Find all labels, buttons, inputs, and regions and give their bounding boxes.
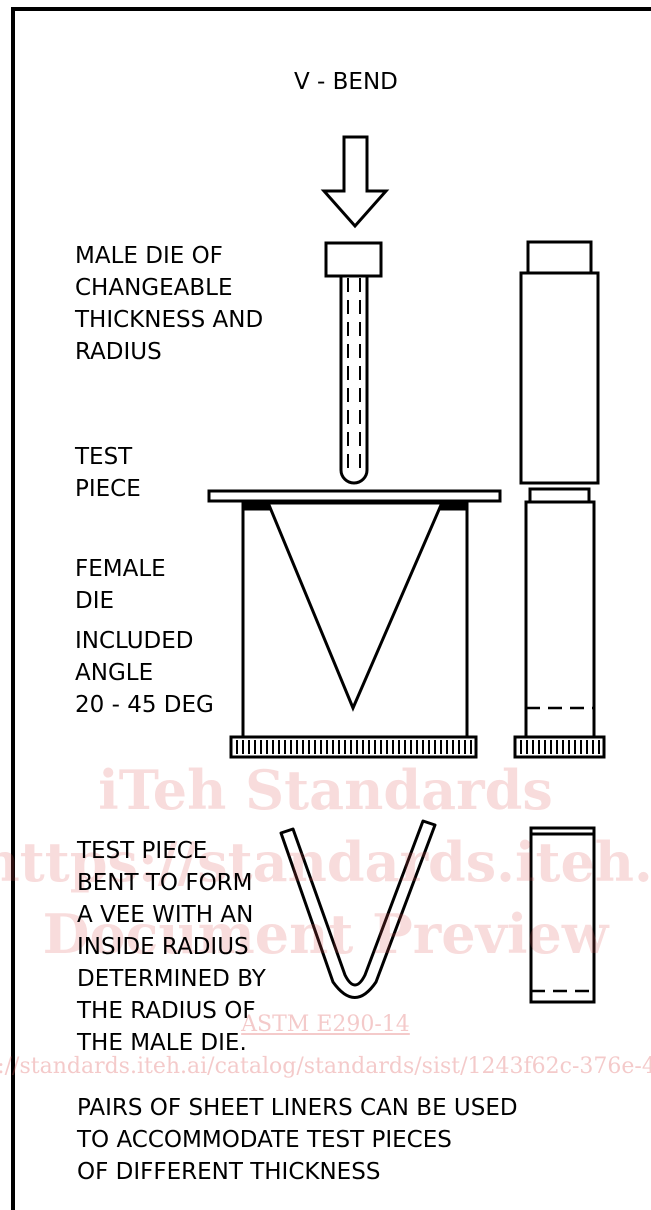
load-arrow [320,135,390,229]
test-piece-label: TEST PIECE [75,444,141,502]
female-die-base-side [513,735,606,759]
watermark-line-2: (https://standards.iteh.ai) [0,830,651,894]
male-die-hidden-lines [347,278,361,470]
included-angle-label: INCLUDED ANGLE 20 - 45 DEG [75,628,214,718]
diagram-title: V - BEND [294,69,398,95]
bent-test-piece [279,819,437,999]
liners-note: PAIRS OF SHEET LINERS CAN BE USED TO ACC… [77,1095,518,1185]
border [11,7,651,1210]
watermark-line-3: Document Preview [42,902,609,966]
male-die-label: MALE DIE OF CHANGEABLE THICKNESS AND RAD… [75,243,264,365]
watermark-line-1: iTeh Standards [98,758,553,822]
female-die-side [524,487,596,739]
female-die-label: FEMALE DIE [75,556,166,614]
male-die-side [519,240,600,485]
female-die-front [241,501,469,739]
test-piece-plate [207,489,502,503]
watermark-line-5: https://standards.iteh.ai/catalog/standa… [0,1054,651,1079]
bent-piece-label: TEST PIECE BENT TO FORM A VEE WITH AN IN… [77,838,266,1056]
watermark-line-4: ASTM E290-14 [241,1012,410,1037]
female-die-base-front [229,735,478,759]
bent-test-piece-side [529,826,596,1004]
male-die-front [324,241,383,485]
